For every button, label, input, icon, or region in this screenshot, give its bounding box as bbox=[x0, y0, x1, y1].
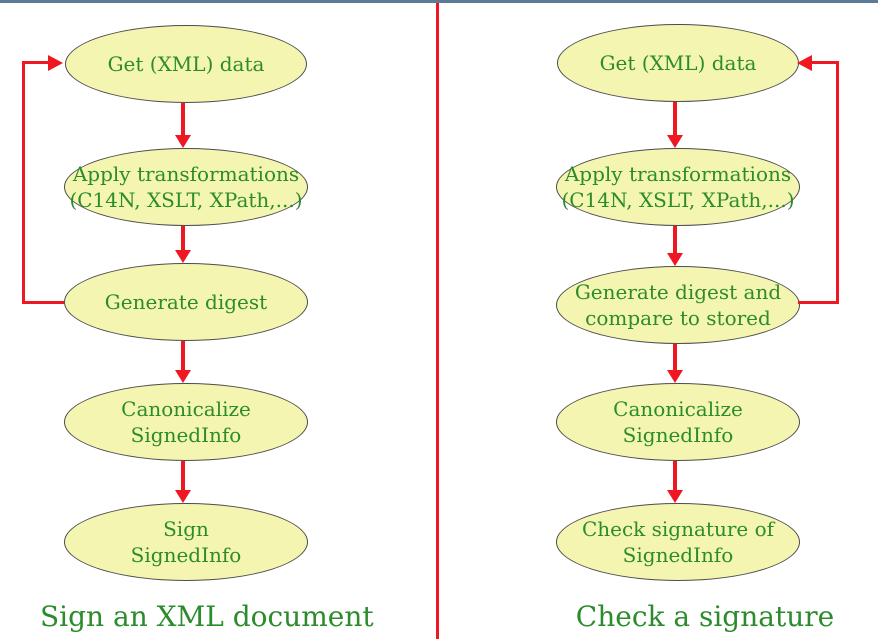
node-label: Sign bbox=[163, 517, 209, 541]
flow-node-check-signature-of-signedinfo: Check signature of SignedInfo bbox=[556, 503, 800, 581]
flow-arrow bbox=[181, 226, 185, 251]
arrowhead-right-icon bbox=[48, 55, 63, 71]
loop-arrow-segment bbox=[22, 61, 49, 64]
node-label: Apply transformations bbox=[564, 162, 792, 186]
node-label: Get (XML) data bbox=[107, 52, 265, 76]
flow-arrow bbox=[181, 341, 185, 371]
flow-arrow bbox=[673, 226, 677, 254]
left-flow-caption: Sign an XML document bbox=[40, 600, 374, 633]
arrowhead-down-icon bbox=[667, 135, 683, 148]
arrowhead-left-icon bbox=[797, 55, 812, 71]
flow-node-apply-transformations: Apply transformations (C14N, XSLT, XPath… bbox=[556, 148, 800, 226]
node-label: compare to stored bbox=[585, 306, 771, 330]
arrowhead-down-icon bbox=[175, 490, 191, 503]
flow-arrow bbox=[673, 344, 677, 371]
node-label: Generate digest bbox=[104, 290, 268, 314]
flow-node-get-xml-data: Get (XML) data bbox=[557, 24, 799, 102]
node-label: SignedInfo bbox=[130, 423, 242, 447]
arrowhead-down-icon bbox=[667, 370, 683, 383]
flow-node-apply-transformations: Apply transformations (C14N, XSLT, XPath… bbox=[64, 148, 308, 226]
flow-arrow bbox=[673, 461, 677, 491]
loop-arrow-segment bbox=[836, 61, 839, 304]
node-label: Check signature of bbox=[581, 517, 775, 541]
arrowhead-down-icon bbox=[667, 253, 683, 266]
node-label: SignedInfo bbox=[622, 543, 734, 567]
node-label: Generate digest and bbox=[574, 280, 782, 304]
flow-arrow bbox=[673, 102, 677, 135]
loop-arrow-segment bbox=[22, 301, 64, 304]
arrowhead-down-icon bbox=[175, 250, 191, 263]
arrowhead-down-icon bbox=[667, 490, 683, 503]
flow-arrow bbox=[181, 103, 185, 136]
flow-arrow bbox=[181, 461, 185, 491]
arrowhead-down-icon bbox=[175, 135, 191, 148]
node-label: Apply transformations bbox=[72, 162, 300, 186]
flow-node-generate-digest: Generate digest bbox=[64, 263, 308, 341]
node-label: Canonicalize bbox=[613, 397, 743, 421]
node-label: Get (XML) data bbox=[599, 51, 757, 75]
arrowhead-down-icon bbox=[175, 370, 191, 383]
slide-top-border bbox=[0, 0, 878, 3]
flow-node-generate-digest-and-compare: Generate digest and compare to stored bbox=[556, 266, 800, 344]
node-label: (C14N, XSLT, XPath,...) bbox=[69, 188, 303, 212]
loop-arrow-segment bbox=[798, 301, 839, 304]
node-label: SignedInfo bbox=[622, 423, 734, 447]
flow-node-canonicalize-signedinfo: Canonicalize SignedInfo bbox=[556, 383, 800, 461]
loop-arrow-segment bbox=[812, 61, 839, 64]
loop-arrow-segment bbox=[22, 61, 25, 304]
flow-node-canonicalize-signedinfo: Canonicalize SignedInfo bbox=[64, 383, 308, 461]
node-label: SignedInfo bbox=[130, 543, 242, 567]
column-divider bbox=[436, 3, 439, 639]
node-label: Canonicalize bbox=[121, 397, 251, 421]
right-flow-caption: Check a signature bbox=[575, 600, 835, 633]
node-label: (C14N, XSLT, XPath,...) bbox=[561, 188, 795, 212]
flow-node-get-xml-data: Get (XML) data bbox=[65, 25, 307, 103]
flow-node-sign-signedinfo: Sign SignedInfo bbox=[64, 503, 308, 581]
